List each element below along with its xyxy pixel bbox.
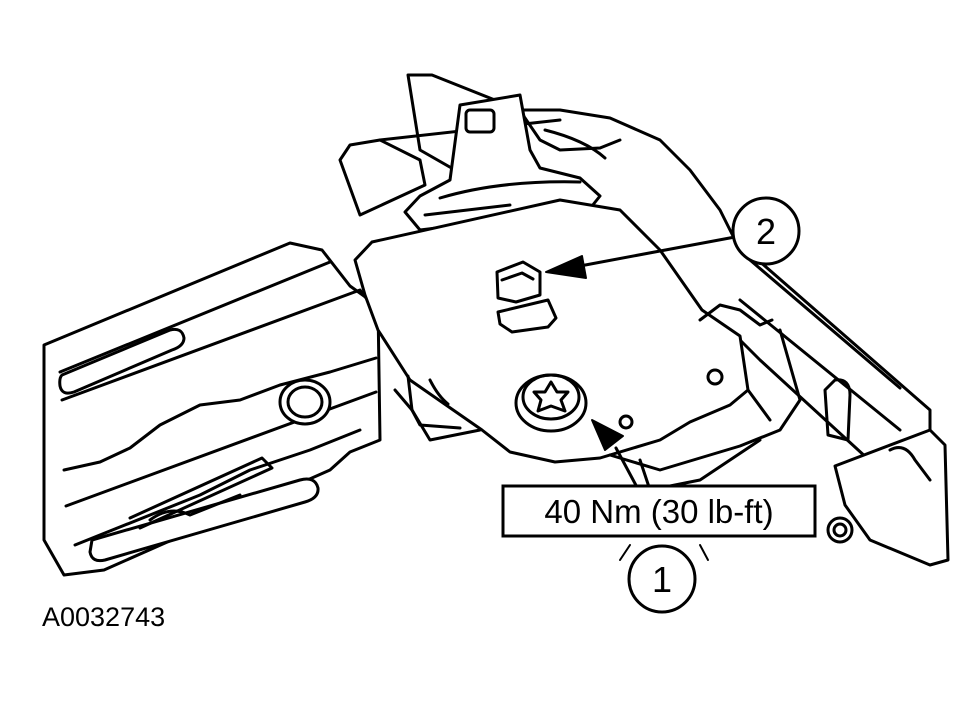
callout-2-number: 2 <box>756 211 776 252</box>
callout-1-number: 1 <box>652 559 672 600</box>
left-seat-track <box>42 241 382 577</box>
torx-bolt-icon <box>514 373 588 433</box>
torque-label: 40 Nm (30 lb-ft) <box>544 493 773 530</box>
torque-spec: 40 Nm (30 lb-ft) <box>501 484 817 538</box>
anchor-plate <box>353 198 802 492</box>
callout-1: 1 <box>619 544 709 614</box>
right-components <box>826 428 950 567</box>
callout-2-circle <box>731 196 801 266</box>
strap-slot-icon <box>464 108 496 134</box>
torque-label-box <box>501 484 817 538</box>
slot-feature <box>495 260 558 334</box>
callout-1-circle <box>627 544 697 614</box>
callout-2: 2 <box>545 196 801 279</box>
figure-id: A0032743 <box>42 602 165 632</box>
